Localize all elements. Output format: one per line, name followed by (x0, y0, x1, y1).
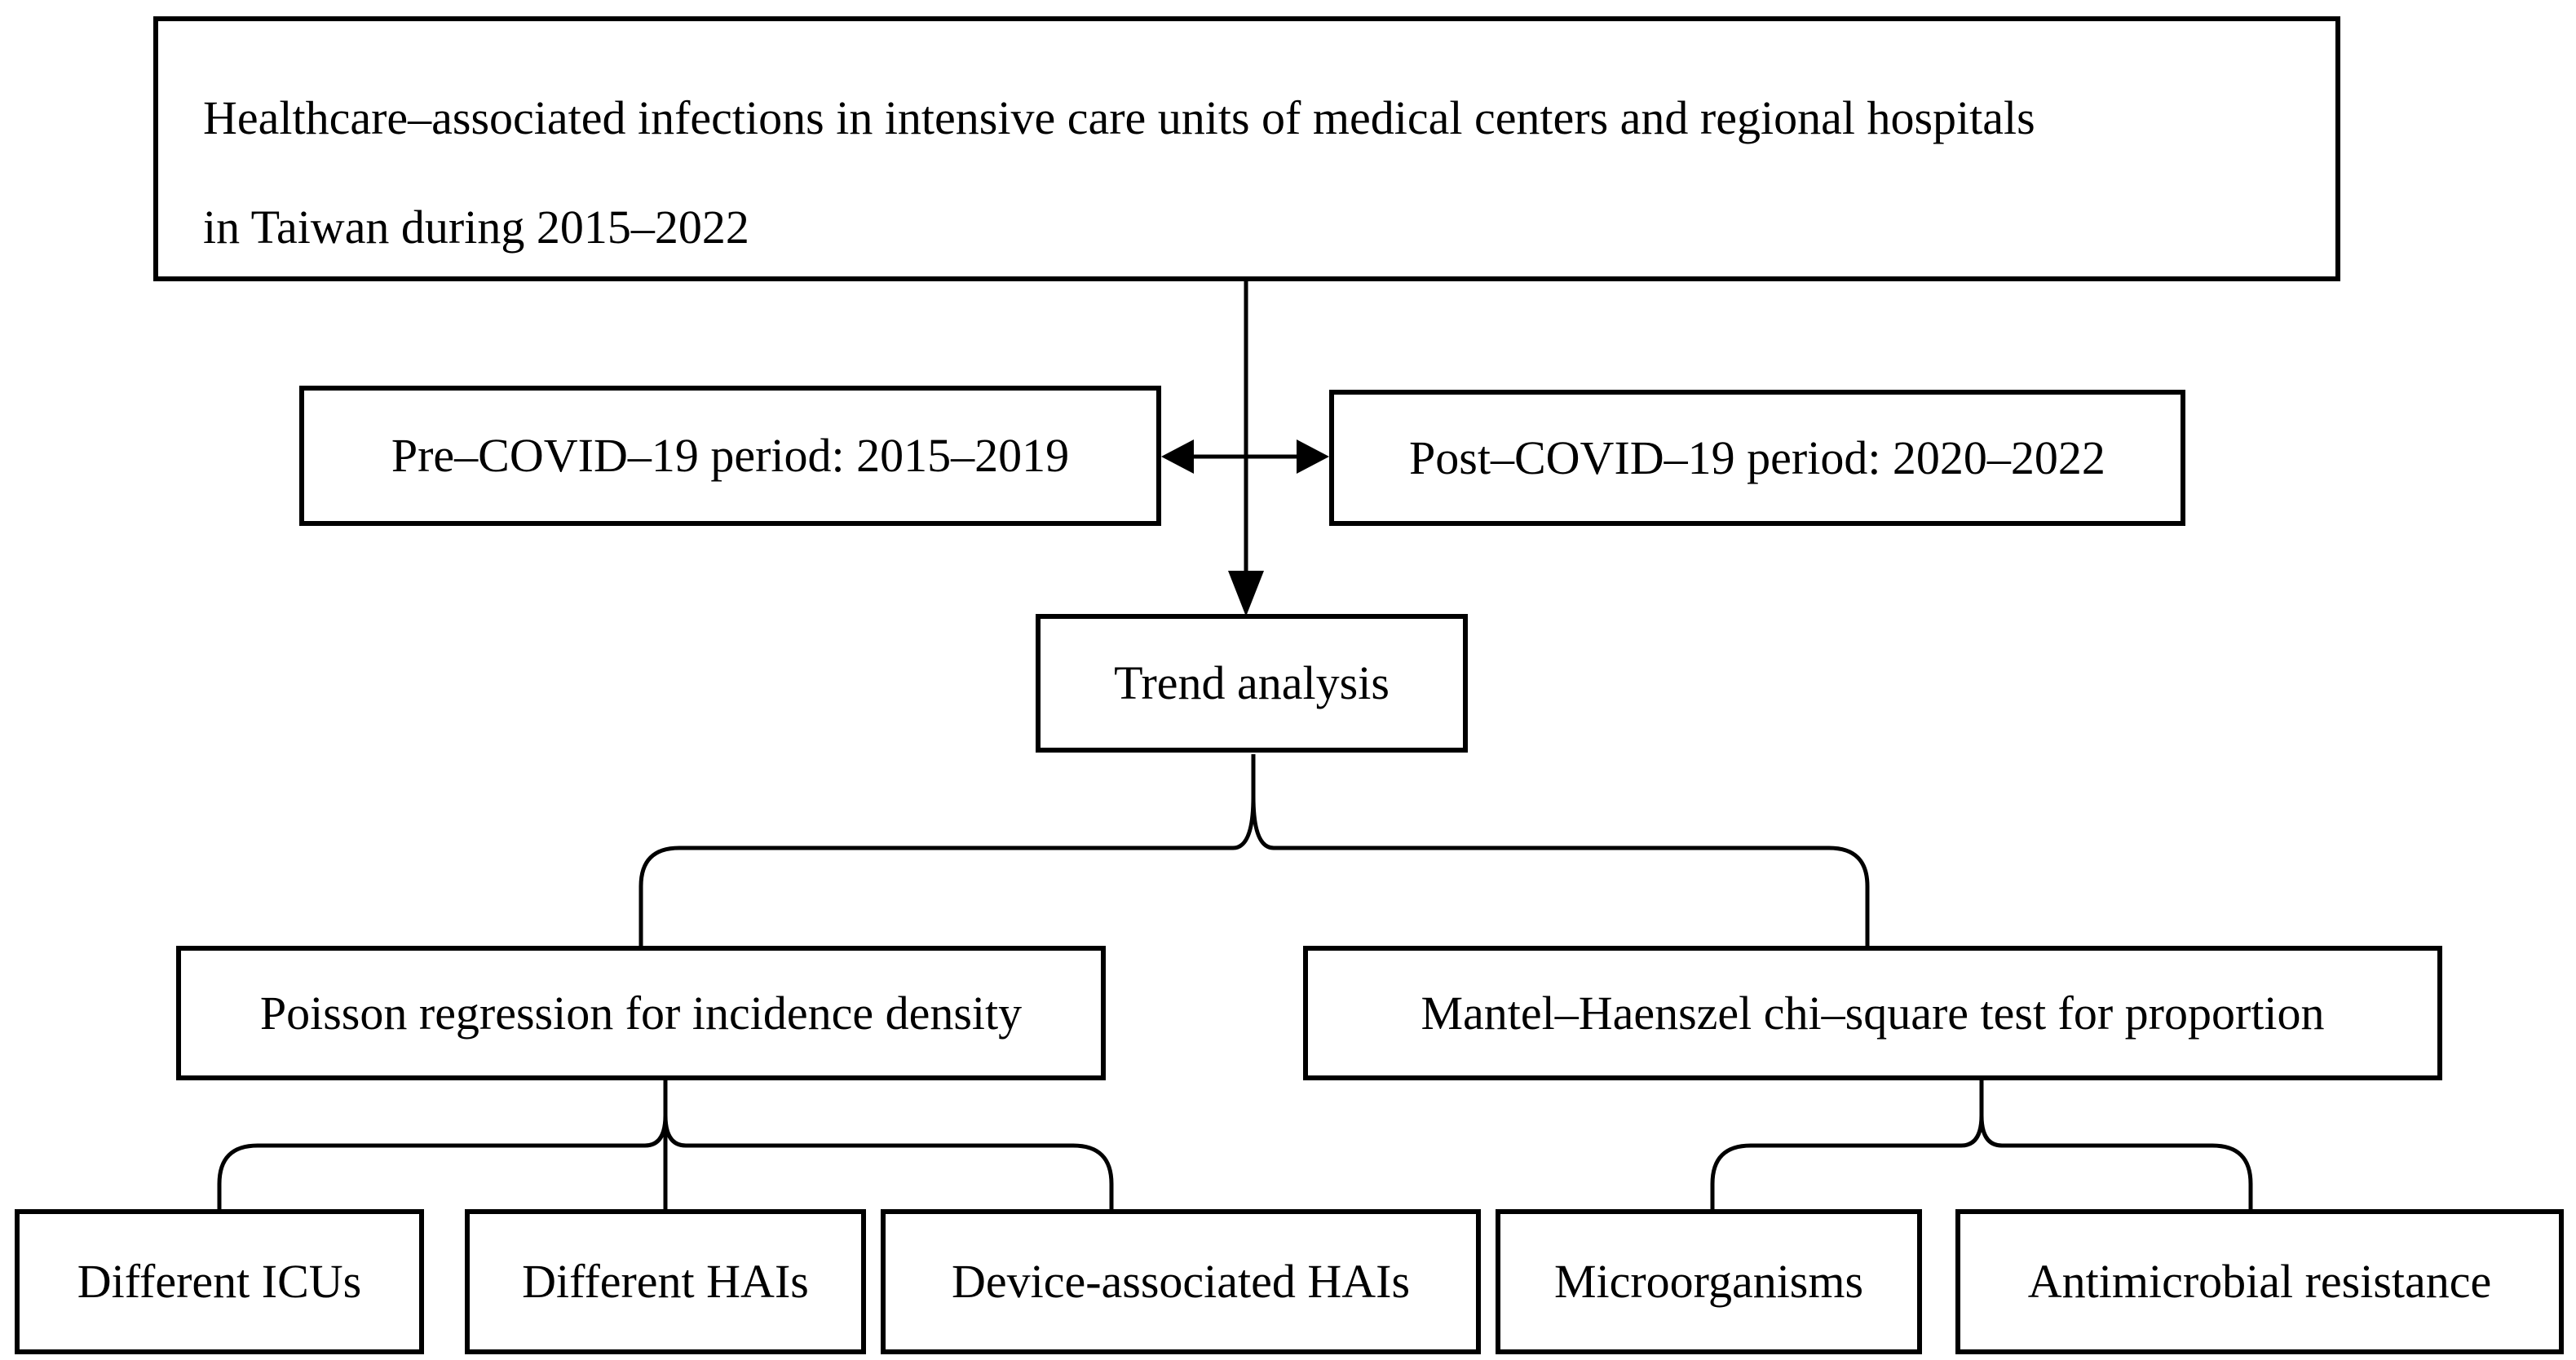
right-arrowhead-icon (1297, 439, 1329, 474)
pre-covid-period-label: Pre–COVID–19 period: 2015–2019 (391, 429, 1070, 483)
study-title-box: Healthcare–associated infections in inte… (153, 16, 2340, 281)
study-title-line1: Healthcare–associated infections in inte… (203, 91, 2035, 144)
different-icus-box: Different ICUs (15, 1209, 424, 1354)
trend-branch-brace (638, 754, 1870, 947)
left-arrowhead-icon (1161, 439, 1194, 474)
poisson-branch-brace (217, 1115, 1114, 1211)
device-associated-hais-label: Device-associated HAIs (951, 1255, 1411, 1309)
poisson-regression-label: Poisson regression for incidence density (259, 986, 1023, 1040)
trend-analysis-box: Trend analysis (1036, 614, 1468, 753)
different-hais-label: Different HAIs (522, 1255, 809, 1309)
antimicrobial-resistance-box: Antimicrobial resistance (1955, 1209, 2564, 1354)
mantel-haenszel-label: Mantel–Haenszel chi–square test for prop… (1421, 986, 2325, 1040)
antimicrobial-resistance-label: Antimicrobial resistance (2027, 1255, 2492, 1309)
poisson-regression-box: Poisson regression for incidence density (176, 946, 1106, 1080)
pre-covid-period-box: Pre–COVID–19 period: 2015–2019 (299, 386, 1161, 526)
mantel-haenszel-box: Mantel–Haenszel chi–square test for prop… (1303, 946, 2442, 1080)
trend-analysis-label: Trend analysis (1114, 656, 1390, 710)
study-title-line2: in Taiwan during 2015–2022 (203, 201, 749, 254)
post-covid-period-box: Post–COVID–19 period: 2020–2022 (1329, 390, 2185, 526)
post-covid-period-label: Post–COVID–19 period: 2020–2022 (1409, 431, 2105, 484)
different-icus-label: Different ICUs (77, 1255, 362, 1309)
device-associated-hais-box: Device-associated HAIs (881, 1209, 1481, 1354)
mantel-branch-brace (1710, 1115, 2253, 1211)
different-hais-box: Different HAIs (465, 1209, 866, 1354)
microorganisms-label: Microorganisms (1553, 1255, 1864, 1309)
down-arrowhead-icon (1228, 571, 1264, 616)
microorganisms-box: Microorganisms (1496, 1209, 1922, 1354)
